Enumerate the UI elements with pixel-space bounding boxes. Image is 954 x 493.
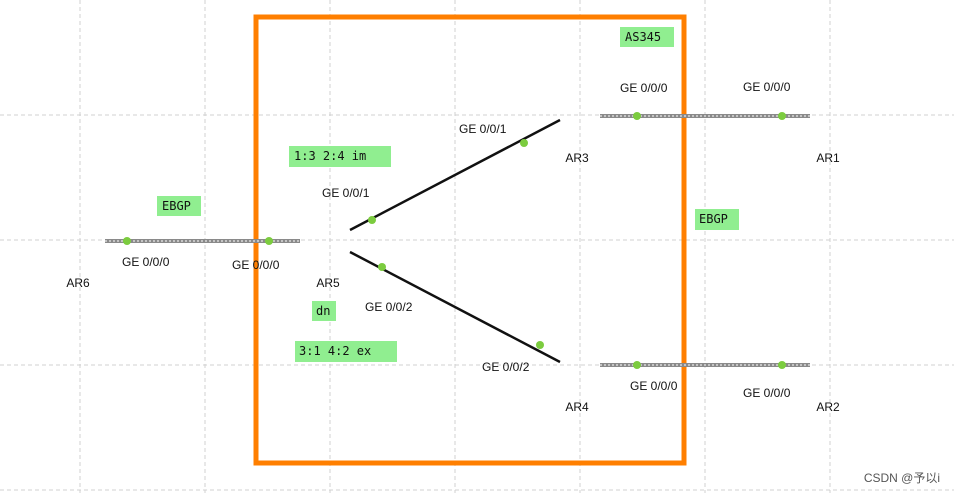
router-label-ar3: AR3 [565,151,589,165]
port-label-ar6-ge000: GE 0/0/0 [122,255,170,269]
port-label-ar4-ge000: GE 0/0/0 [630,379,678,393]
note-dn-tag: dn [312,301,336,321]
port-dot [536,341,544,349]
port-dot [123,237,131,245]
port-dot [778,361,786,369]
note-ebgp-right-text: EBGP [699,212,728,226]
note-ebgp-left: EBGP [157,196,201,216]
note-export-tag: 3:1 4:2 ex [295,341,397,362]
port-label-ar5-ge000: GE 0/0/0 [232,258,280,272]
port-label-ar3-ge001: GE 0/0/1 [459,122,507,136]
note-import-tag-text: 1:3 2:4 im [294,149,366,163]
router-label-ar2: AR2 [816,400,840,414]
port-label-ar5-ge001: GE 0/0/1 [322,186,370,200]
watermark: CSDN @予以i [864,471,940,485]
port-dot [520,139,528,147]
port-dot [265,237,273,245]
port-dot [368,216,376,224]
port-label-ar1-ge000: GE 0/0/0 [743,80,791,94]
note-as345: AS345 [620,27,674,47]
port-dot [378,263,386,271]
router-label-ar1: AR1 [816,151,840,165]
port-dot [633,112,641,120]
note-ebgp-left-text: EBGP [162,199,191,213]
router-label-ar6: AR6 [66,276,90,290]
port-label-ar5-ge002: GE 0/0/2 [365,300,413,314]
note-export-tag-text: 3:1 4:2 ex [299,344,371,358]
note-as345-text: AS345 [625,30,661,44]
port-label-ar2-ge000: GE 0/0/0 [743,386,791,400]
port-dot [778,112,786,120]
link-ar5-ar3 [349,118,561,232]
link-ar5-ar4 [349,250,561,364]
port-dots [123,112,786,369]
port-label-ar3-ge000: GE 0/0/0 [620,81,668,95]
port-label-ar4-ge002: GE 0/0/2 [482,360,530,374]
note-dn-tag-text: dn [316,304,330,318]
port-dot [633,361,641,369]
note-ebgp-right: EBGP [695,209,739,230]
router-label-ar5: AR5 [316,276,340,290]
router-label-ar4: AR4 [565,400,589,414]
note-import-tag: 1:3 2:4 im [289,146,391,167]
